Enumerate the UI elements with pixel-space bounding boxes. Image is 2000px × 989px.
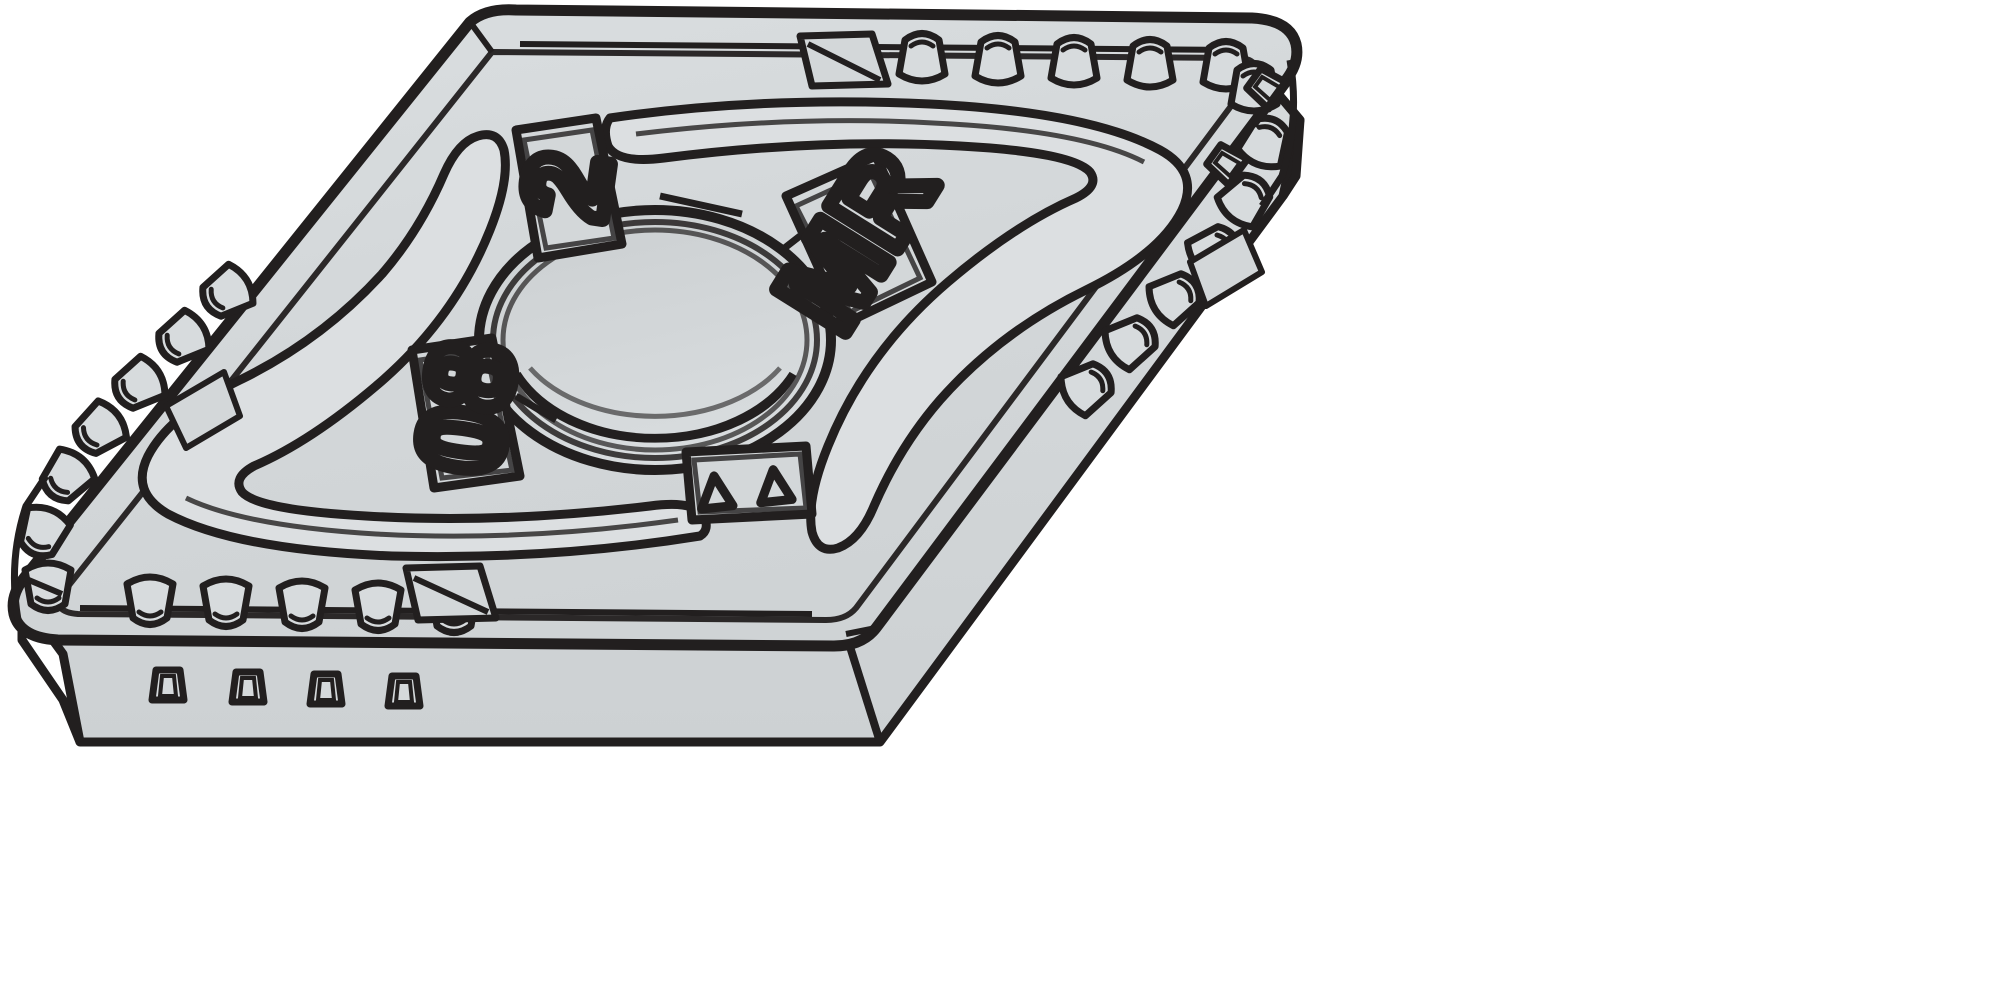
chipbreaker-groove-lower-inner [184,495,679,539]
marking-pads [407,113,937,525]
cutting-edge-top [519,30,1249,90]
chipbreaker-groove-upper [600,97,1193,554]
marking-triangles: ▲▲ [686,450,811,522]
corner-nose-left [13,261,259,621]
cutting-edge-wedges-bottom [402,562,500,624]
hole-bore [513,371,797,443]
chipbreaker-groove-upper-inner [635,118,1146,165]
flank-relief-lines [22,20,1289,637]
insert-body: 2 08 MR ▲▲ [7,4,1305,747]
marking-pad-ribs [514,192,803,424]
marking-pad-triangles [681,441,817,525]
hole-bore-highlight [528,366,782,419]
marking-pad-2 [511,113,627,263]
corner-nose-right [1055,59,1295,419]
marking-pad-mr [781,151,937,329]
marking-08: 08 [393,335,540,481]
chipbreaker-groove-lower [137,130,711,562]
marking-pad-08 [407,333,525,493]
hole-countersink-inner [500,227,810,453]
cutting-edge-wedges-top [796,30,892,90]
cutting-edge-bottom [79,562,813,633]
flank-seam-right [842,632,884,744]
